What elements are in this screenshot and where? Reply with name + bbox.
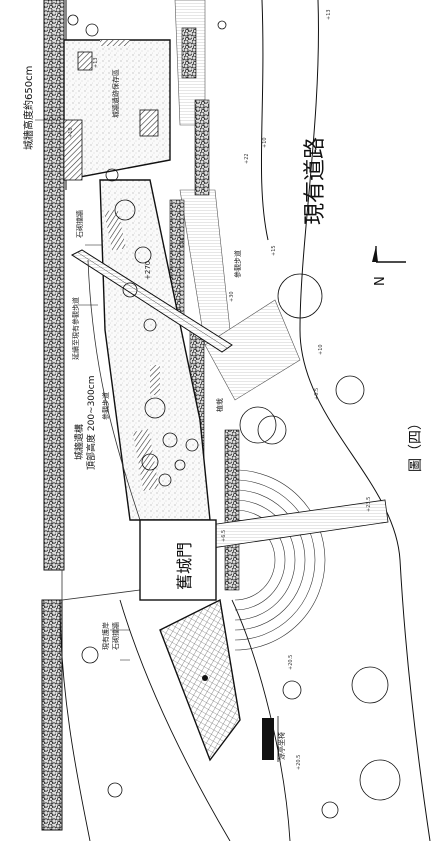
label-legend-a: 現有護岸 [101, 622, 110, 650]
elev-5: +46 [180, 237, 186, 248]
lower-paths [59, 599, 291, 841]
elev-15: +13 [326, 9, 332, 20]
label-viewing-path-a: 參觀步道 [101, 392, 110, 420]
city-wall [41, 0, 67, 831]
elevated-walkway [70, 249, 233, 353]
road-edges [260, 0, 431, 841]
old-gate-block [139, 519, 217, 601]
elev-14: +0.5 [314, 388, 320, 400]
elev-10: +23.5 [366, 497, 372, 512]
label-elevated-path: 延續至現有參觀步道 [71, 297, 80, 360]
elev-1: +13 [93, 57, 99, 68]
label-figure-title: 圖（四） [408, 416, 424, 472]
elev-7: +30 [229, 291, 235, 302]
north-arrow [372, 246, 406, 263]
elev-9: +10 [318, 344, 324, 355]
elev-4: +10 [262, 137, 268, 148]
wall-remains-strip [99, 179, 211, 521]
label-stone-wall-2: 石砌擋牆 [111, 622, 120, 650]
label-existing-road: 現有道路 [303, 137, 328, 225]
label-north: N [373, 276, 388, 286]
bench [262, 716, 279, 762]
wall-ruins-area [63, 39, 171, 181]
elev-12: +20.5 [288, 655, 294, 670]
label-wall-ruins-mid: 城牆遺構 [73, 424, 85, 460]
label-stone-wall-1: 石砌擋牆 [75, 210, 84, 238]
leader-lines [35, 119, 130, 661]
elevation-marks: +13 +10 +22 +10 +46 +270 +30 +15 +10 +23… [68, 9, 372, 770]
label-wall-height: 城牆高度約650cm [22, 66, 35, 150]
elev-11: +6.5 [221, 530, 227, 542]
label-bench: 涼亭坐椅 [277, 732, 286, 760]
label-wall-height-mid2: 頂部高度 200~300cm [85, 376, 97, 470]
trees [67, 14, 401, 819]
label-wall-ruins-box: 城牆遺跡保存區 [111, 69, 120, 118]
inner-path [61, 259, 141, 601]
gridded-plaza [159, 598, 241, 762]
amphitheater [234, 469, 326, 651]
label-flower-bed: 植栽 [215, 398, 224, 412]
label-viewing-path-b: 參觀步道 [233, 250, 242, 278]
label-old-gate: 舊城門 [175, 542, 194, 590]
elev-8: +15 [271, 245, 277, 256]
elev-6: +270 [144, 261, 152, 280]
elev-2: +10 [68, 127, 74, 138]
elev-3: +22 [244, 153, 250, 164]
elev-13: +20.5 [296, 755, 302, 770]
